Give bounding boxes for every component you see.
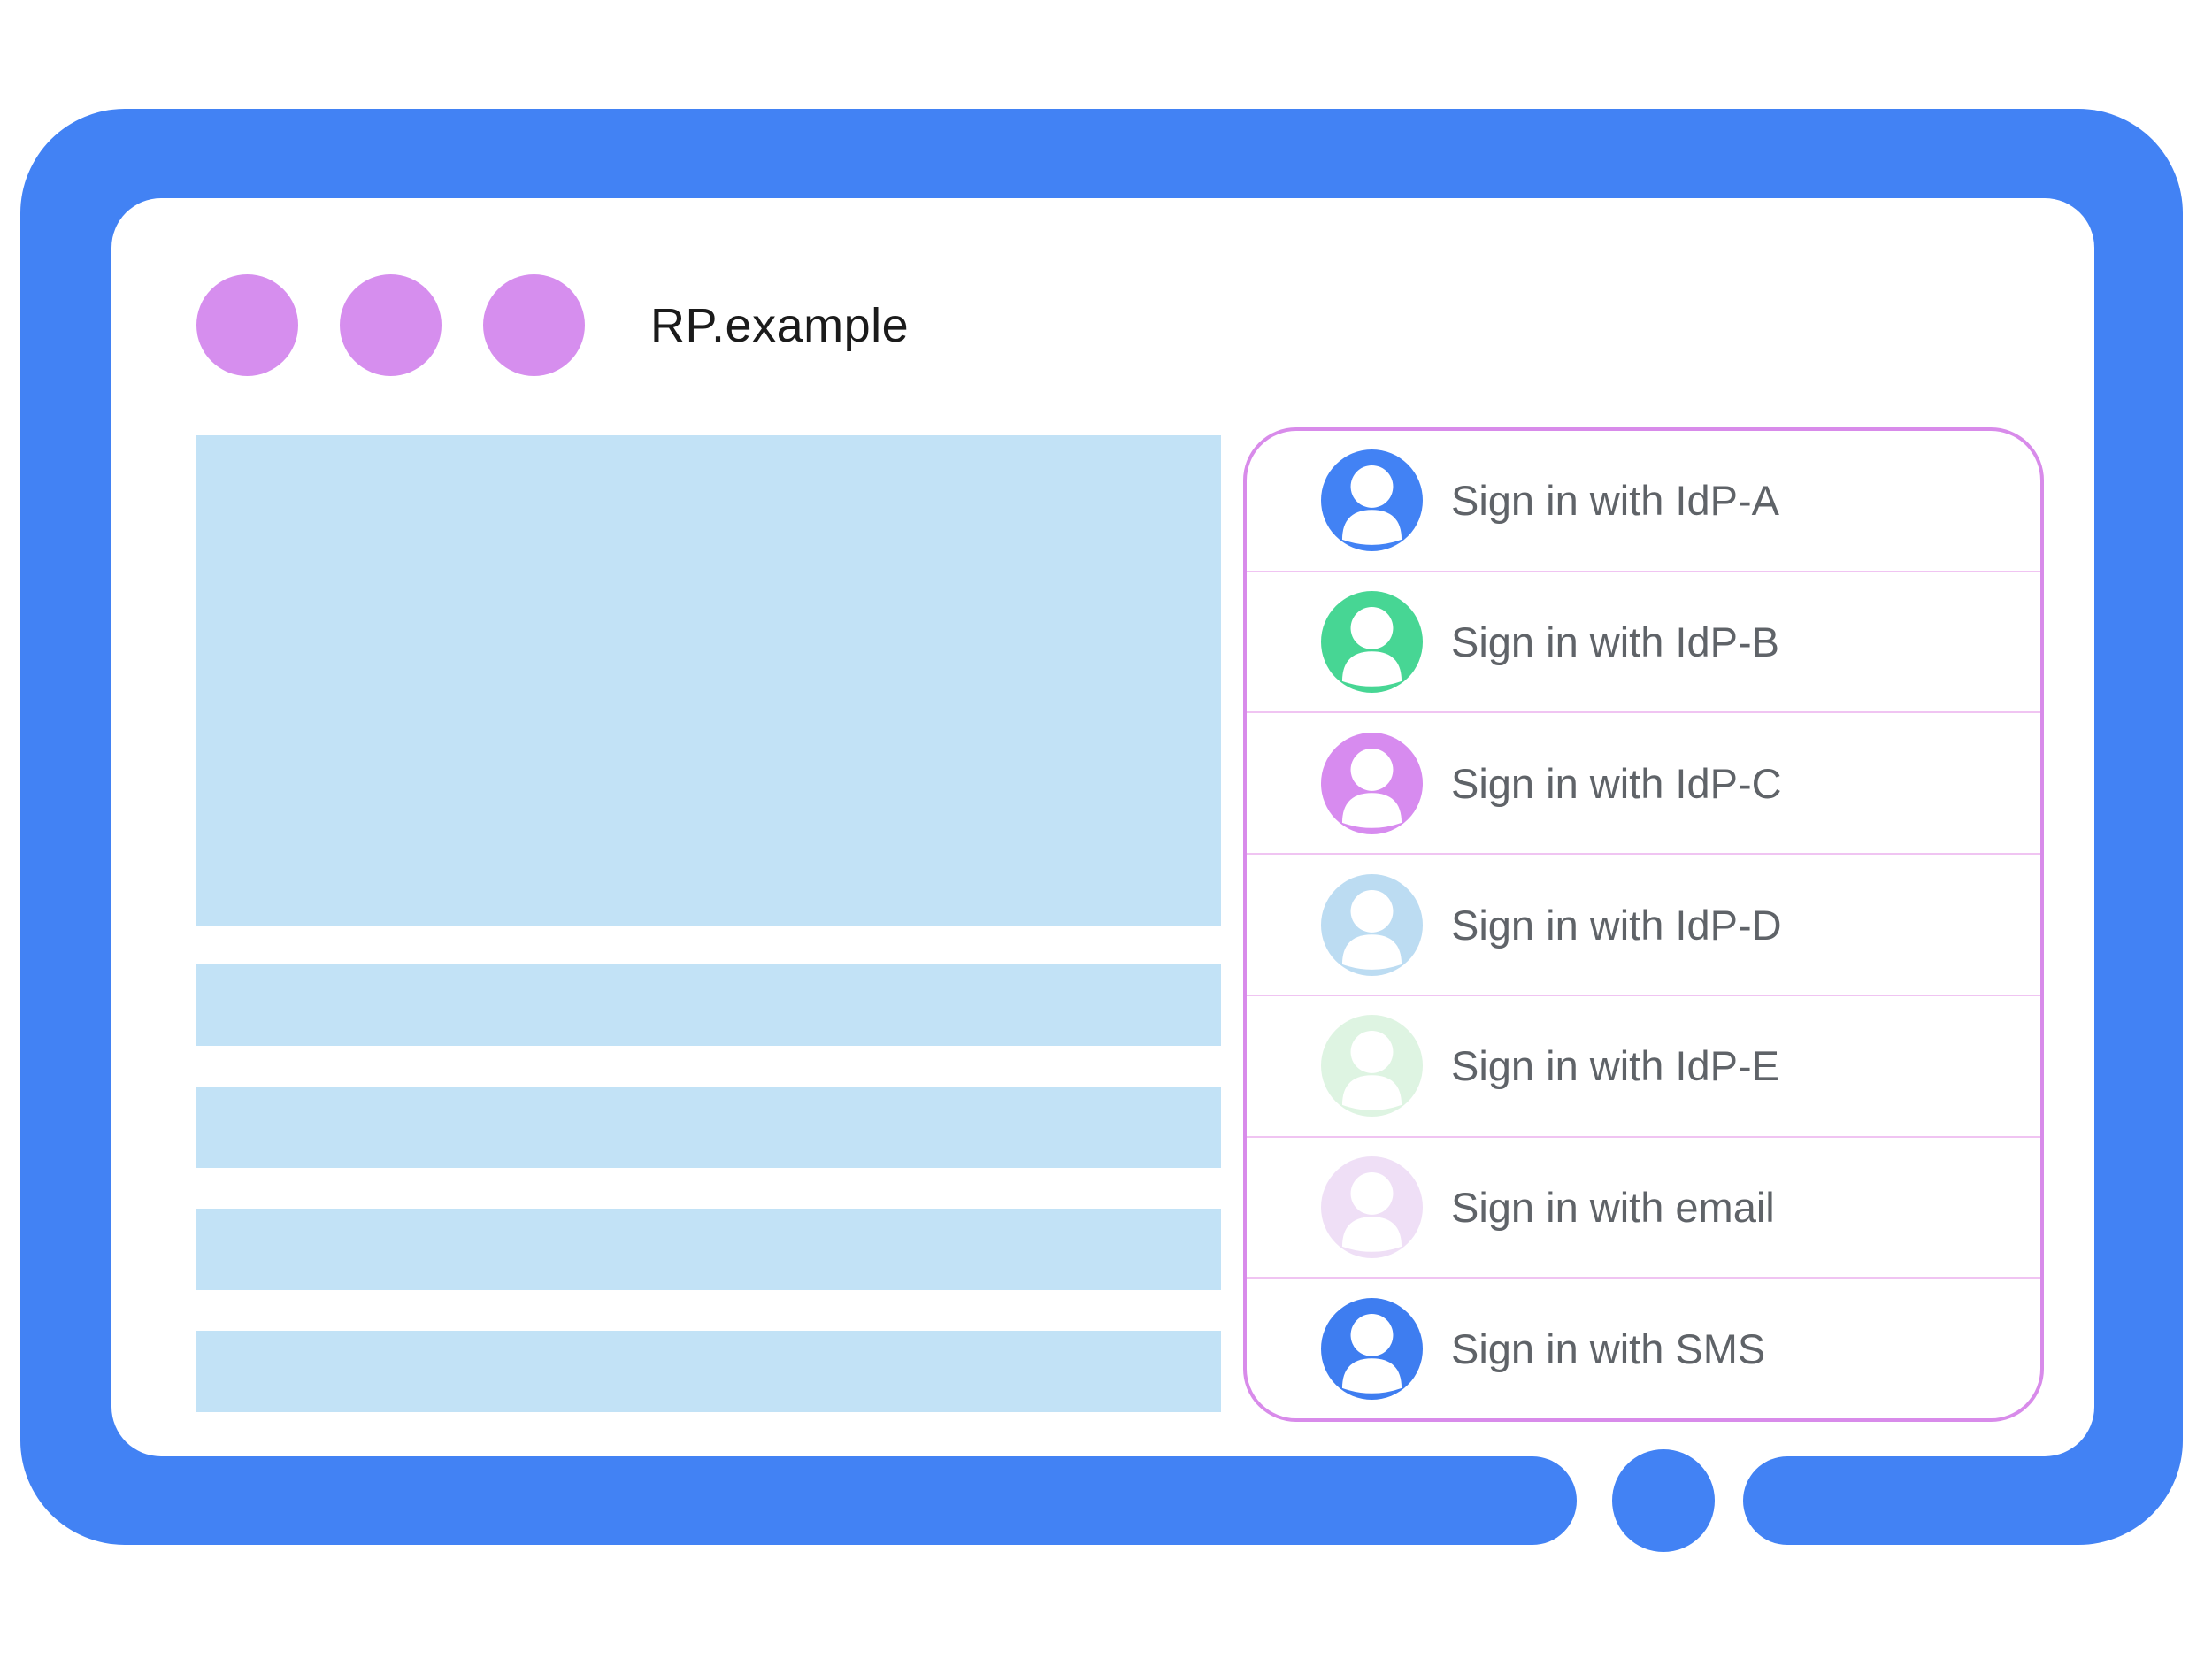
page-title: RP.example [650, 299, 910, 352]
window-dot-icon [196, 274, 298, 376]
signin-option-label: Sign in with IdP-A [1451, 477, 1779, 525]
person-icon [1321, 1156, 1423, 1258]
window-dot-icon [483, 274, 585, 376]
signin-option-label: Sign in with SMS [1451, 1325, 1766, 1372]
signin-option-row[interactable]: Sign in with IdP-C [1247, 711, 2040, 853]
placeholder-text-bar [196, 1331, 1221, 1412]
placeholder-text-bar [196, 1087, 1221, 1168]
signin-option-row[interactable]: Sign in with IdP-B [1247, 570, 2040, 712]
person-icon [1321, 1015, 1423, 1118]
placeholder-text-bar [196, 964, 1221, 1046]
placeholder-text-bar [196, 1209, 1221, 1290]
person-icon [1321, 449, 1423, 552]
signin-option-label: Sign in with IdP-E [1451, 1042, 1779, 1090]
person-icon [1321, 873, 1423, 976]
signin-option-label: Sign in with IdP-C [1451, 759, 1782, 807]
signin-panel: Sign in with IdP-A Sign in with IdP-B Si… [1243, 427, 2044, 1422]
signin-option-label: Sign in with IdP-B [1451, 618, 1779, 666]
window-dot-icon [340, 274, 442, 376]
person-icon [1321, 732, 1423, 834]
person-icon [1321, 1297, 1423, 1400]
signin-option-label: Sign in with IdP-D [1451, 901, 1782, 949]
signin-option-row[interactable]: Sign in with IdP-E [1247, 994, 2040, 1136]
signin-option-row[interactable]: Sign in with SMS [1247, 1277, 2040, 1418]
signin-option-row[interactable]: Sign in with email [1247, 1135, 2040, 1278]
signin-option-label: Sign in with email [1451, 1183, 1775, 1231]
signin-option-row[interactable]: Sign in with IdP-D [1247, 853, 2040, 995]
signin-option-row[interactable]: Sign in with IdP-A [1247, 431, 2040, 571]
placeholder-hero-block [196, 435, 1221, 926]
frame-notch-dot [1612, 1449, 1715, 1552]
person-icon [1321, 591, 1423, 694]
